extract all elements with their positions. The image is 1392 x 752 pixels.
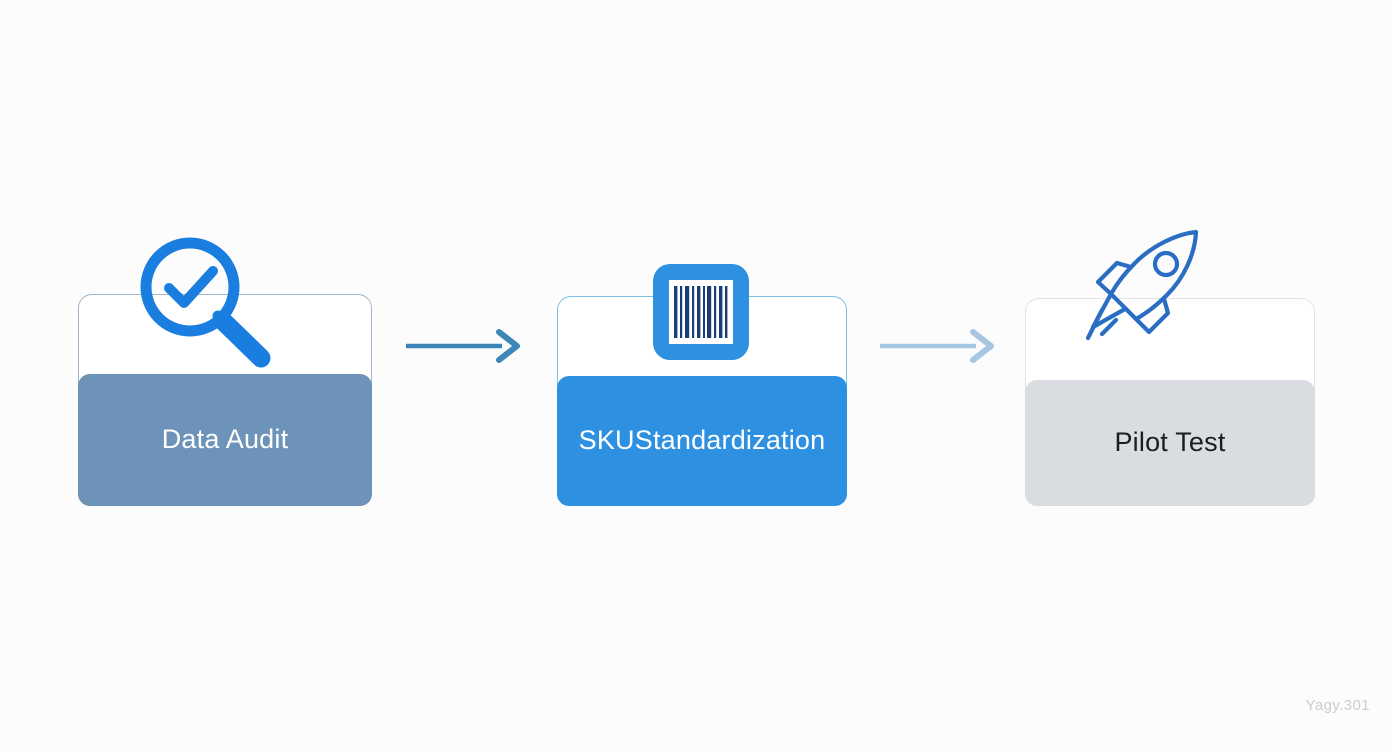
step-card-pilot-test[interactable]: Pilot Test bbox=[1025, 298, 1315, 506]
connector-arrow-2 bbox=[878, 326, 996, 366]
watermark-text: Yagy.301 bbox=[1305, 697, 1370, 714]
connector-arrow-1 bbox=[404, 326, 522, 366]
step-card-data-audit[interactable]: Data Audit bbox=[78, 294, 372, 506]
step-label-line: SKU bbox=[578, 425, 635, 456]
step-label-data-audit: Data Audit bbox=[78, 374, 372, 506]
step-card-sku-standardization[interactable]: SKU Standardization bbox=[557, 296, 847, 506]
step-label-sku-standardization: SKU Standardization bbox=[557, 376, 847, 506]
step-label-pilot-test: Pilot Test bbox=[1025, 380, 1315, 506]
step-label-line: Standardization bbox=[634, 425, 826, 456]
